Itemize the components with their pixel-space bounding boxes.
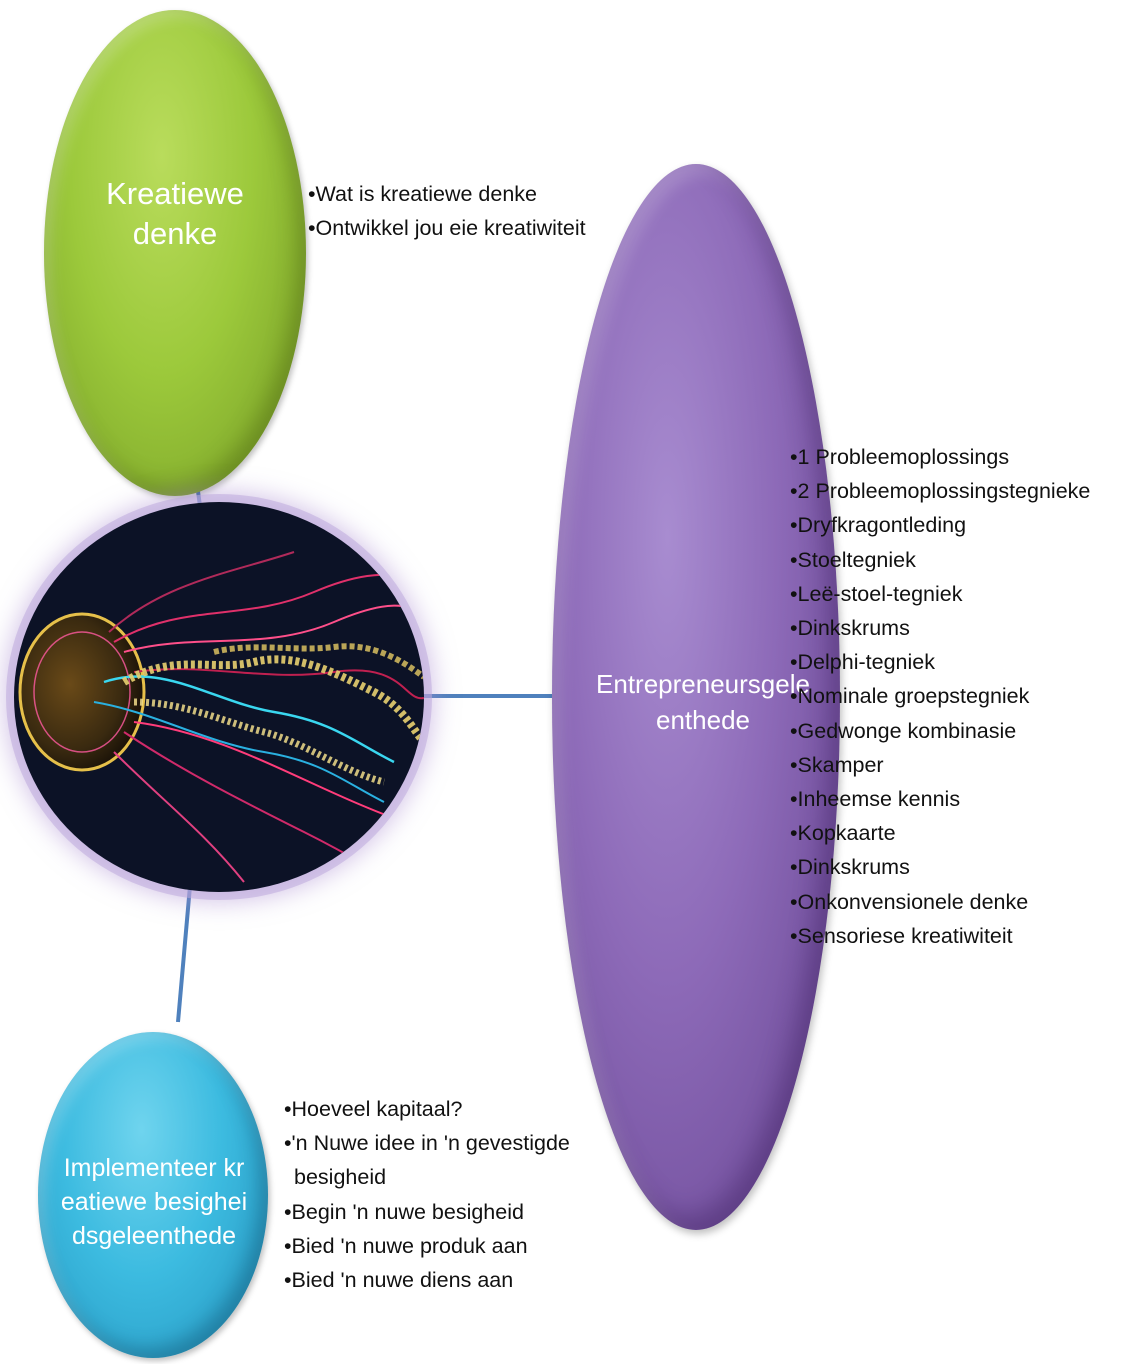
list-item: Kopkaarte <box>790 816 1090 850</box>
list-item: Wat is kreatiewe denke <box>308 177 586 211</box>
list-item: Stoeltegniek <box>790 543 1090 577</box>
jellyfish-art <box>14 502 424 892</box>
implementeer-list: Hoeveel kapitaal? 'n Nuwe idee in 'n gev… <box>284 1092 614 1297</box>
list-item: Skamper <box>790 748 1090 782</box>
list-item: Dryfkragontleding <box>790 508 1090 542</box>
list-item: Dinkskrums <box>790 611 1090 645</box>
list-item: Leë-stoel-tegniek <box>790 577 1090 611</box>
list-item: 'n Nuwe idee in 'n gevestigde besigheid <box>284 1126 614 1194</box>
list-item: Bied 'n nuwe diens aan <box>284 1263 614 1297</box>
list-item: Onkonvensionele denke <box>790 885 1090 919</box>
kreatiewe-list: Wat is kreatiewe denke Ontwikkel jou eie… <box>308 177 586 245</box>
list-item: Dinkskrums <box>790 850 1090 884</box>
node-kreatiewe-title: Kreatiewe denke <box>80 172 270 256</box>
list-item: 2 Probleemoplossingstegnieke <box>790 474 1090 508</box>
entrepreneur-list: 1 Probleemoplossings 2 Probleemoplossing… <box>790 440 1090 953</box>
node-entrepreneur-title: Entrepreneursgeleenthede <box>596 660 810 744</box>
list-item: 1 Probleemoplossings <box>790 440 1090 474</box>
list-item: Bied 'n nuwe produk aan <box>284 1229 614 1263</box>
list-item: Nominale groepstegniek <box>790 679 1090 713</box>
list-item: Gedwonge kombinasie <box>790 714 1090 748</box>
list-item: Delphi-tegniek <box>790 645 1090 679</box>
jellyfish-image <box>14 502 424 892</box>
list-item: Ontwikkel jou eie kreatiwiteit <box>308 211 586 245</box>
list-item: Begin 'n nuwe besigheid <box>284 1195 614 1229</box>
list-item: Hoeveel kapitaal? <box>284 1092 614 1126</box>
connector-bottom <box>178 886 190 1022</box>
list-item: Sensoriese kreatiwiteit <box>790 919 1090 953</box>
list-item: Inheemse kennis <box>790 782 1090 816</box>
node-implementeer-title: Implementeer kreatiewe besigheidsgeleent… <box>58 1120 250 1284</box>
